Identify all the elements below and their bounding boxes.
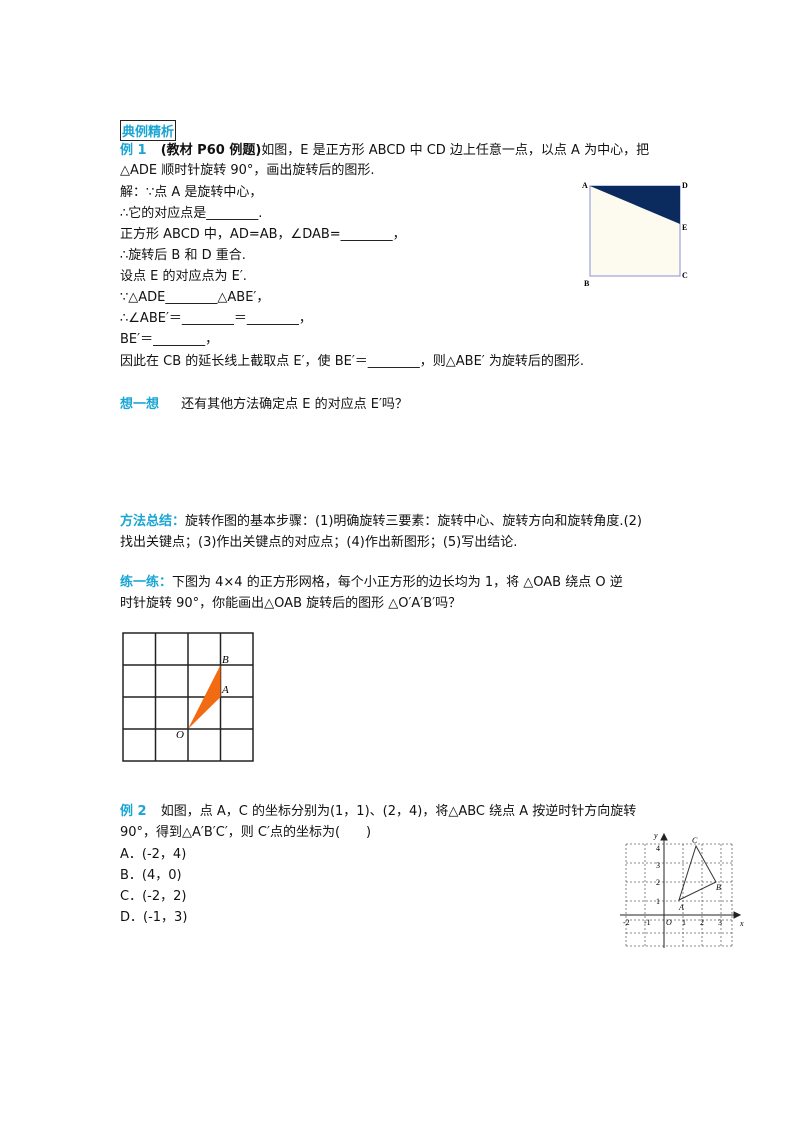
solution-line-9: 因此在 CB 的延长线上截取点 E′，使 BE′＝________，则△ABE′… (120, 354, 585, 369)
dashed-grid (625, 843, 733, 947)
think-text: 还有其他方法确定点 E 的对应点 E′吗？ (181, 397, 408, 412)
axes (620, 832, 742, 948)
label-c: C (682, 271, 688, 280)
label-x: x (739, 919, 744, 928)
label-o: O (176, 729, 184, 741)
label-a: A (221, 684, 229, 696)
solution-line-3: 正方形 ABCD 中，AD=AB，∠DAB=________， (120, 227, 406, 242)
solution-line-6: ∵△ADE________△ABE′， (120, 290, 270, 305)
option-d[interactable]: D．(-1，3) (120, 910, 188, 925)
xtick-1: 1 (682, 918, 686, 927)
think-label: 想一想 (120, 397, 160, 412)
solution-line-2: ∴它的对应点是________. (120, 206, 263, 221)
solution-line-4: ∴旋转后 B 和 D 重合. (120, 248, 246, 263)
solution-line-8: BE′＝________， (120, 332, 219, 347)
example1-source: (教材 P60 例题) (160, 143, 262, 158)
example1-line1: 例 1 (教材 P60 例题)如图，E 是正方形 ABCD 中 CD 边上任意一… (120, 141, 649, 160)
triangle-abc (678, 844, 717, 901)
ytick-2: 2 (656, 878, 660, 887)
practice-line1: 练一练：下图为 4×4 的正方形网格，每个小正方形的边长均为 1，将 △OAB … (120, 573, 623, 592)
label-a: A (582, 181, 588, 190)
coordinate-figure: x y O A B C -2 -1 1 2 3 1 2 3 4 (620, 831, 744, 948)
label-d: D (682, 181, 688, 190)
square-figure: A D E B C (582, 181, 688, 288)
xtick--2: -2 (623, 918, 630, 927)
option-c[interactable]: C．(-2，2) (120, 889, 187, 904)
label-origin: O (666, 918, 672, 927)
grid-figure: O A B (122, 632, 254, 762)
label-b: B (716, 883, 721, 892)
label-b: B (584, 279, 590, 288)
option-a[interactable]: A．(-2，4) (120, 847, 187, 862)
label-b: B (222, 654, 229, 666)
example1-text1: 如图，E 是正方形 ABCD 中 CD 边上任意一点，以点 A 为中心，把 (261, 143, 650, 158)
xtick--1: -1 (644, 918, 651, 927)
think-line: 想一想 还有其他方法确定点 E 的对应点 E′吗？ (120, 395, 408, 414)
grid-lines (122, 632, 254, 762)
practice-text1: 下图为 4×4 的正方形网格，每个小正方形的边长均为 1，将 △OAB 绕点 O… (172, 575, 623, 590)
example2-label: 例 2 (120, 804, 147, 819)
triangle-ade (590, 186, 680, 224)
ytick-4: 4 (656, 844, 660, 853)
example2-text1: 如图，点 A，C 的坐标分别为(1，1)、(2，4)，将△ABC 绕点 A 按逆… (160, 804, 637, 819)
label-y: y (653, 831, 658, 840)
example1-line2: △ADE 顺时针旋转 90°，画出旋转后的图形. (120, 163, 375, 178)
method-line2: 找出关键点；(3)作出关键点的对应点；(4)作出新图形；(5)写出结论. (120, 535, 518, 550)
label-a: A (678, 903, 684, 912)
label-e: E (682, 223, 687, 232)
example1-label: 例 1 (120, 143, 147, 158)
practice-label: 练一练： (120, 575, 173, 590)
method-line1: 方法总结：旋转作图的基本步骤：(1)明确旋转三要素：旋转中心、旋转方向和旋转角度… (120, 512, 642, 531)
section-title: 典例精析 (120, 120, 177, 141)
label-c: C (692, 836, 698, 845)
ytick-1: 1 (656, 897, 660, 906)
practice-line2: 时针旋转 90°，你能画出△OAB 旋转后的图形 △O′A′B′吗？ (120, 596, 462, 611)
option-b[interactable]: B．(4，0) (120, 868, 182, 883)
method-label: 方法总结： (120, 514, 186, 529)
solution-line-7: ∴∠ABE′＝________＝________， (120, 311, 312, 326)
triangle-oab (188, 665, 221, 729)
example2-line1: 例 2 如图，点 A，C 的坐标分别为(1，1)、(2，4)，将△ABC 绕点 … (120, 802, 636, 821)
solution-line-5: 设点 E 的对应点为 E′. (120, 269, 247, 284)
xtick-3: 3 (718, 918, 722, 927)
xtick-2: 2 (700, 918, 704, 927)
ytick-3: 3 (656, 861, 660, 870)
example2-line2: 90°，得到△A′B′C′，则 C′点的坐标为( ) (120, 825, 372, 840)
method-text1: 旋转作图的基本步骤：(1)明确旋转三要素：旋转中心、旋转方向和旋转角度.(2) (185, 514, 642, 529)
solution-line-1: 解：∵点 A 是旋转中心， (120, 185, 263, 200)
